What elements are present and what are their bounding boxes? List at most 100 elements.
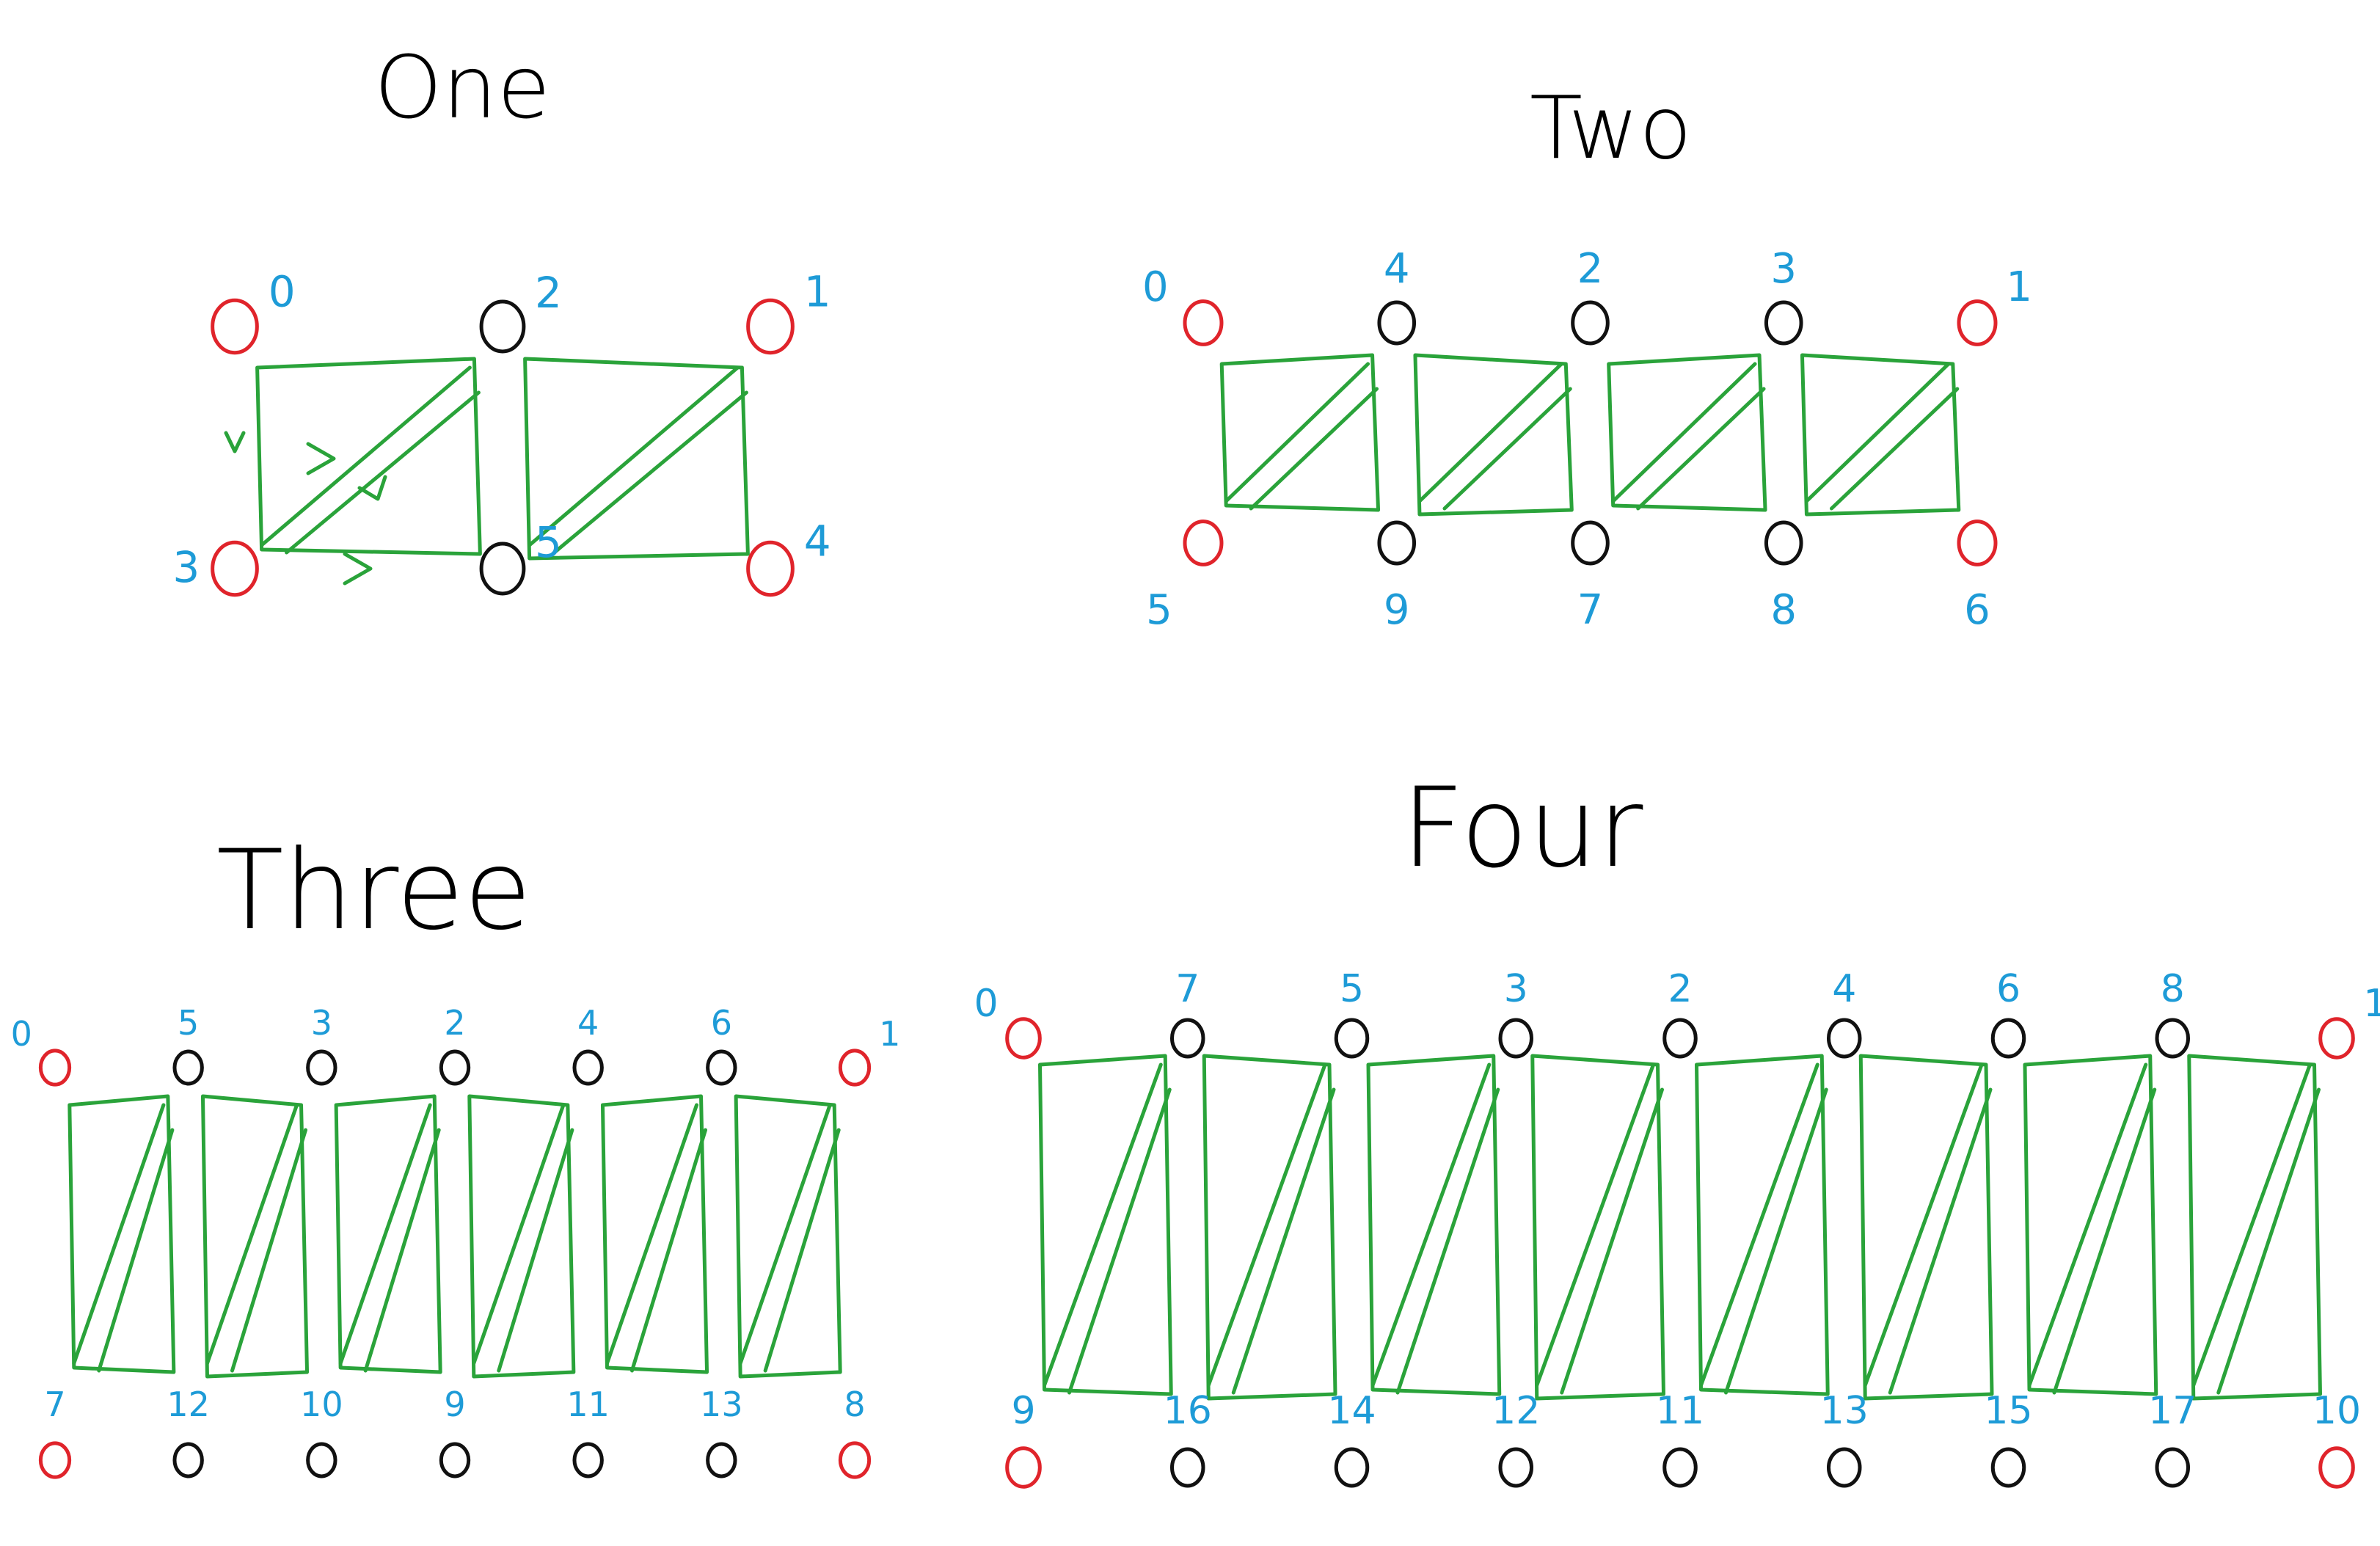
diagonal-edge <box>738 1103 832 1365</box>
interior-node-two-7 <box>1571 520 1610 566</box>
arrow-icon <box>306 442 336 475</box>
interior-node-three-2 <box>439 1049 471 1086</box>
diagonal-edge <box>1417 362 1563 503</box>
interior-node-four-2 <box>1662 1018 1698 1059</box>
interior-node-three-10 <box>306 1442 337 1478</box>
arrow-icon <box>343 552 373 586</box>
node-label-three-1: 1 <box>879 1014 900 1054</box>
quad-edge <box>255 357 482 556</box>
node-label-two-8: 8 <box>1770 586 1797 634</box>
interior-node-one-2 <box>479 299 526 354</box>
diagonal-edge <box>1699 1062 1819 1388</box>
interior-node-two-3 <box>1764 300 1803 346</box>
node-label-one-5: 5 <box>535 517 562 567</box>
interior-node-two-8 <box>1764 520 1803 566</box>
diagonal-edge <box>552 390 748 555</box>
diagonal-edge <box>1888 1087 1993 1395</box>
boundary-node-one-3 <box>211 540 259 597</box>
node-label-four-3: 3 <box>1504 967 1528 1011</box>
node-label-three-12: 12 <box>167 1385 210 1424</box>
boundary-node-two-5 <box>1183 519 1224 566</box>
boundary-node-four-1 <box>2318 1017 2355 1060</box>
diagonal-edge <box>363 1128 441 1373</box>
edges-four <box>1038 1054 2322 1401</box>
boundary-node-three-7 <box>38 1441 72 1479</box>
diagonal-edge <box>472 1103 566 1365</box>
node-label-three-0: 0 <box>11 1014 32 1054</box>
node-label-four-17: 17 <box>2148 1389 2197 1433</box>
interior-node-four-12 <box>1498 1447 1533 1488</box>
node-label-two-4: 4 <box>1384 245 1410 293</box>
quad-edge <box>600 1094 709 1374</box>
node-label-three-9: 9 <box>444 1385 465 1424</box>
diagonal-edge <box>2052 1087 2157 1395</box>
interior-node-three-6 <box>706 1049 737 1086</box>
node-label-one-0: 0 <box>269 266 296 316</box>
quad-edge <box>1858 1054 1994 1401</box>
interior-node-three-5 <box>172 1049 204 1086</box>
boundary-node-two-6 <box>1957 519 1998 566</box>
quad-edge <box>1202 1054 1337 1401</box>
diagonal-edge <box>763 1128 841 1373</box>
interior-node-four-4 <box>1827 1018 1862 1059</box>
edges-three <box>67 1094 842 1379</box>
diagonal-edge <box>1535 1062 1655 1388</box>
interior-node-four-6 <box>1990 1018 2026 1059</box>
boundary-node-four-10 <box>2318 1446 2355 1489</box>
node-label-two-7: 7 <box>1577 586 1604 634</box>
boundary-node-two-0 <box>1183 299 1224 346</box>
quad-edge <box>2023 1054 2158 1396</box>
diagonal-edge <box>497 1128 574 1373</box>
node-label-four-14: 14 <box>1327 1389 1376 1433</box>
node-label-two-5: 5 <box>1146 586 1172 634</box>
interior-node-three-3 <box>306 1049 337 1086</box>
panel-title-one: One <box>374 37 550 138</box>
node-label-four-15: 15 <box>1984 1389 2032 1433</box>
diagonal-edge <box>1863 1062 1984 1388</box>
quad-edge <box>467 1094 576 1379</box>
interior-node-three-11 <box>572 1442 604 1478</box>
node-label-one-4: 4 <box>804 516 831 566</box>
arrow-icon <box>357 475 387 501</box>
diagonal-edge <box>1829 387 1960 511</box>
quad-edge <box>1800 353 1961 517</box>
interior-node-four-16 <box>1170 1447 1205 1488</box>
node-label-four-12: 12 <box>1492 1389 1540 1433</box>
boundary-node-three-8 <box>838 1441 872 1479</box>
interior-node-four-17 <box>2155 1447 2190 1488</box>
interior-node-four-11 <box>1662 1447 1698 1488</box>
interior-node-one-5 <box>479 542 526 596</box>
arrow-icon <box>224 431 246 453</box>
boundary-node-four-0 <box>1005 1017 1042 1060</box>
diagonal-edge <box>2027 1062 2148 1388</box>
boundary-node-three-1 <box>838 1049 872 1087</box>
interior-node-three-13 <box>706 1442 737 1478</box>
quad-edge <box>523 357 750 561</box>
interior-node-three-4 <box>572 1049 604 1086</box>
node-label-four-8: 8 <box>2161 967 2185 1011</box>
quad-edge <box>1413 353 1574 517</box>
node-label-two-9: 9 <box>1384 586 1410 634</box>
diagonal-edge <box>1724 1087 1828 1395</box>
diagonal-edge <box>260 365 472 547</box>
interior-node-two-2 <box>1571 300 1610 346</box>
diagonal-edge <box>72 1103 166 1365</box>
node-label-two-3: 3 <box>1770 245 1797 293</box>
node-label-three-3: 3 <box>311 1003 332 1043</box>
panel-title-four: Four <box>1401 765 1643 892</box>
diagonal-edge <box>605 1103 699 1365</box>
diagonal-edge <box>285 390 481 555</box>
node-label-two-1: 1 <box>2006 263 2032 311</box>
node-label-four-2: 2 <box>1668 967 1692 1011</box>
diagonal-edge <box>1043 1062 1163 1388</box>
diagonal-edge <box>1395 1087 1500 1395</box>
node-label-one-2: 2 <box>535 268 562 318</box>
node-label-two-6: 6 <box>1964 586 1990 634</box>
panel-title-two: Two <box>1530 77 1692 178</box>
node-label-four-10: 10 <box>2313 1389 2361 1433</box>
